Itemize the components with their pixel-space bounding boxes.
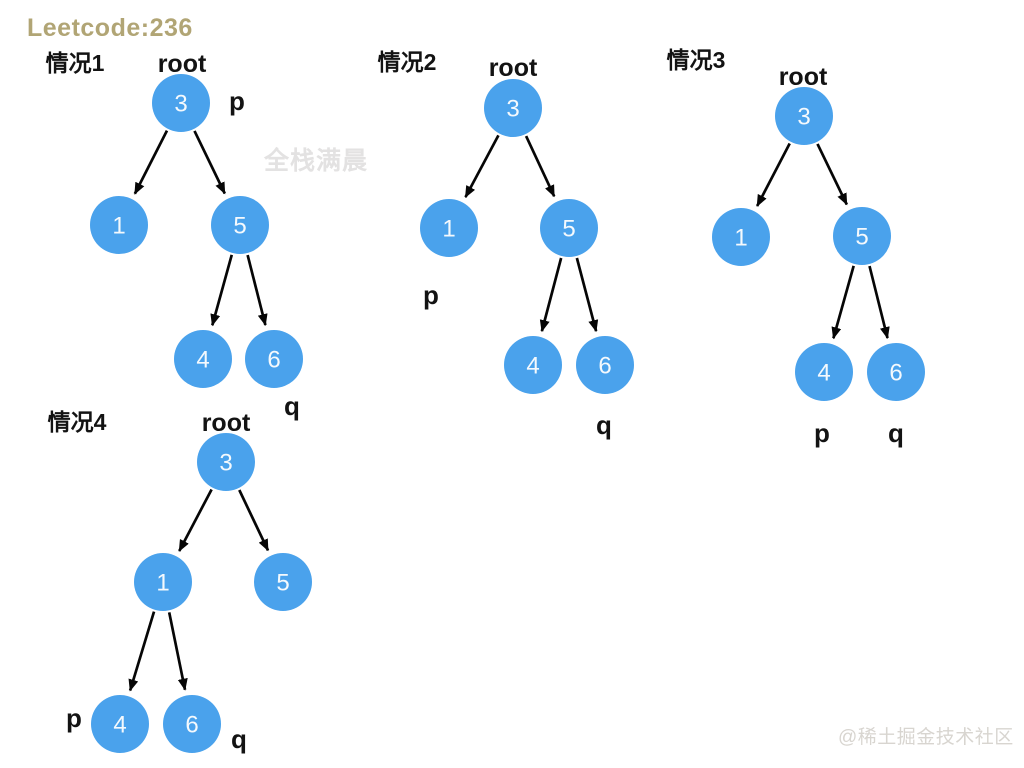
case1-edge-5-6 <box>246 254 268 327</box>
case2-node-3 <box>484 79 542 137</box>
case1-edge-3-5 <box>193 130 226 195</box>
case1-node-4-value: 4 <box>196 347 209 374</box>
case2-node-6-value: 6 <box>598 353 611 380</box>
community-watermark: @稀土掘金技术社区 <box>838 727 1014 748</box>
case1-node-3-value: 3 <box>174 91 187 118</box>
case2-case-label: 情况2 <box>378 49 437 75</box>
case2-node-5-value: 5 <box>562 216 575 243</box>
case3-node-6 <box>867 343 925 401</box>
case3-node-6-value: 6 <box>889 360 902 387</box>
case4-node-4-value: 4 <box>113 712 126 739</box>
case1-node-1-value: 1 <box>112 213 125 240</box>
case2-edge-3-5 <box>524 135 556 198</box>
center-watermark: 全栈满晨 <box>264 147 369 175</box>
tree-case1: 情况1 root 3 1 5 4 6 p q <box>46 50 303 421</box>
case4-label-q: q <box>231 724 247 754</box>
case2-edge-3-1 <box>464 134 500 198</box>
case3-node-1-value: 1 <box>734 225 747 252</box>
case1-node-5-value: 5 <box>233 213 246 240</box>
case3-node-1 <box>712 208 770 266</box>
case4-edge-1-6 <box>167 612 188 691</box>
case1-node-6 <box>245 330 303 388</box>
case1-node-5 <box>211 196 269 254</box>
case1-case-label: 情况1 <box>46 50 105 76</box>
case2-node-4 <box>504 336 562 394</box>
case3-node-3 <box>775 87 833 145</box>
case4-node-6 <box>163 695 221 753</box>
case2-label-p: p <box>423 280 439 310</box>
case1-label-p: p <box>229 86 245 116</box>
case3-node-4-value: 4 <box>817 360 830 387</box>
case2-node-4-value: 4 <box>526 353 539 380</box>
case3-node-5-value: 5 <box>855 224 868 251</box>
case3-case-label: 情况3 <box>667 47 726 73</box>
case1-node-3 <box>152 74 210 132</box>
case4-node-5 <box>254 553 312 611</box>
case2-node-3-value: 3 <box>506 96 519 123</box>
case3-label-p: p <box>814 418 830 448</box>
case2-edge-5-4 <box>539 257 563 333</box>
case2-root-label: root <box>489 54 538 82</box>
case2-node-5 <box>540 199 598 257</box>
case2-edge-5-6 <box>575 257 599 333</box>
case1-label-q: q <box>284 391 300 421</box>
case1-edge-3-1 <box>133 130 169 195</box>
case3-edge-3-1 <box>755 142 791 207</box>
case3-edge-5-6 <box>868 265 890 340</box>
case3-node-3-value: 3 <box>797 104 810 131</box>
case3-edge-5-4 <box>831 265 855 340</box>
case3-label-q: q <box>888 418 904 448</box>
case3-node-4 <box>795 343 853 401</box>
case1-edge-5-4 <box>210 254 234 327</box>
case1-root-label: root <box>158 50 207 78</box>
case1-node-4 <box>174 330 232 388</box>
case4-node-3-value: 3 <box>219 450 232 477</box>
case4-edge-3-5 <box>238 489 270 552</box>
case3-node-5 <box>833 207 891 265</box>
tree-case2: 情况2 root 3 1 5 4 6 p q <box>378 49 634 440</box>
case2-node-1-value: 1 <box>442 216 455 243</box>
case4-edge-3-1 <box>178 488 213 552</box>
case2-node-1 <box>420 199 478 257</box>
case4-node-3 <box>197 433 255 491</box>
case4-node-1-value: 1 <box>156 570 169 597</box>
case2-label-q: q <box>596 410 612 440</box>
case1-node-6-value: 6 <box>267 347 280 374</box>
tree-case3: 情况3 root 3 1 5 4 6 p q <box>667 47 925 448</box>
case4-node-5-value: 5 <box>276 570 289 597</box>
case1-node-1 <box>90 196 148 254</box>
case4-label-p: p <box>66 703 82 733</box>
case4-root-label: root <box>202 409 251 437</box>
case4-node-4 <box>91 695 149 753</box>
case4-edge-1-4 <box>128 611 156 692</box>
case2-node-6 <box>576 336 634 394</box>
case3-root-label: root <box>779 63 828 91</box>
case3-edge-3-5 <box>816 143 848 206</box>
case4-node-6-value: 6 <box>185 712 198 739</box>
tree-case4: 情况4 root 3 1 5 4 6 p q <box>48 409 312 754</box>
page-title: Leetcode:236 <box>27 14 193 42</box>
case4-node-1 <box>134 553 192 611</box>
case4-case-label: 情况4 <box>48 409 107 435</box>
